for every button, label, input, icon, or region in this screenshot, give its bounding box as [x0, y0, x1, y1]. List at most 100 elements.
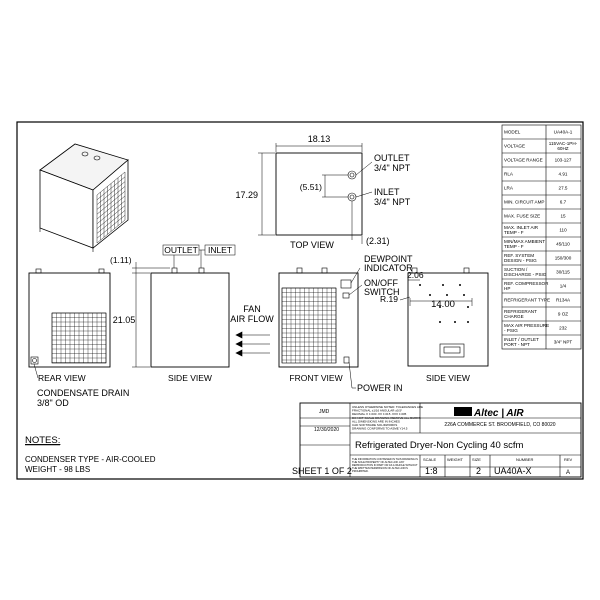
spec-label: MODEL: [504, 130, 521, 135]
front-view: DEWPOINT INDICATOR ON/OFF SWITCH POWER I…: [278, 254, 413, 393]
spec-value: 232: [559, 326, 567, 331]
company-logo-text: Altec | AIR: [473, 408, 524, 419]
spec-value: 9 OZ: [558, 312, 568, 317]
spec-value: R134A: [556, 298, 571, 303]
spec-value: 27.5: [559, 186, 568, 191]
tolerance-line: DO NOT SCALE DRAWING REMOVE ALL BURRS: [352, 416, 421, 420]
top-offset-dim: (2.31): [366, 236, 390, 246]
drawn-date: 12/30/2020: [314, 427, 339, 433]
spec-label: MAX AIR PRESSURE- PSIG: [504, 323, 549, 333]
tolerance-line: CAD SOFTWARE SOLIDWORKS: [352, 423, 397, 427]
spec-label: MIN. CIRCUIT AMP: [504, 200, 545, 205]
top-inner-dim: (5.51): [300, 182, 322, 192]
spec-label: MAX. FUSE SIZE: [504, 214, 540, 219]
side-view-left: 21.05 (1.11) OUTLET INLET SIDE VIEW: [110, 244, 236, 383]
scale-value: 1:8: [425, 466, 438, 476]
tolerance-line: UNLESS OTHERWISE NOTED: TOLERANCES ARE: [352, 405, 423, 409]
right-width-dim: 14.00: [431, 299, 455, 310]
rear-view: REAR VIEW CONDENSATE DRAIN 3/8" OD: [28, 268, 129, 408]
spec-label: LRA: [504, 186, 514, 191]
spec-label: VOLTAGE: [504, 144, 525, 149]
scale-label: SCALE: [423, 457, 436, 462]
side-inlet-tag: INLET: [208, 245, 232, 255]
spec-value: 45/110: [556, 242, 570, 247]
spec-value: 115VAC-1PH-60HZ: [549, 141, 578, 151]
switch-label-1: ON/OFF: [364, 278, 398, 288]
top-view-title: TOP VIEW: [290, 240, 334, 250]
spec-label: SUCTION /DISCHARGE - PSIG: [504, 267, 547, 277]
spec-label: RLA: [504, 172, 514, 177]
switch-label-2: SWITCH: [364, 287, 400, 297]
rev-label: REV: [564, 457, 573, 462]
airflow-label-2: AIR FLOW: [230, 314, 274, 324]
spec-value: 15: [560, 214, 566, 219]
drain-label-2: 3/8" OD: [37, 398, 69, 408]
tolerance-line: DECIMAL X ±.030 .XX ±.015 .XXX ±.005: [352, 412, 407, 416]
side-top-dim: (1.11): [110, 255, 132, 265]
spec-label: REFRIGERANT TYPE: [504, 298, 550, 303]
top-outlet-label-1: OUTLET: [374, 153, 410, 163]
drain-label-1: CONDENSATE DRAIN: [37, 388, 129, 398]
rev-value: A: [566, 470, 570, 476]
size-value: 2: [476, 466, 481, 476]
power-label: POWER IN: [357, 383, 403, 393]
top-outlet-label-2: 3/4" NPT: [374, 163, 411, 173]
spec-value: 150/300: [555, 256, 572, 261]
airflow-indicator: FAN AIR FLOW: [230, 304, 274, 357]
dewpoint-label-1: DEWPOINT: [364, 254, 413, 264]
number-value: UA40A-X: [494, 466, 532, 476]
notes-line-1: CONDENSER TYPE - AIR-COOLED: [25, 455, 156, 464]
tolerance-line: ALL DIMENSIONS ARE IN INCHES: [352, 419, 400, 423]
drawn-by: JMD: [319, 409, 330, 415]
spec-value: 30/115: [556, 270, 570, 275]
airflow-label-1: FAN: [243, 304, 261, 314]
weight-label: WEIGHT: [447, 457, 464, 462]
spec-value: 4.91: [559, 172, 568, 177]
size-label: SIZE: [472, 457, 481, 462]
right-small-dim: 2.06: [407, 270, 424, 280]
title-block: JMD 12/30/2020 UNLESS OTHERWISE NOTED: T…: [292, 402, 582, 478]
side-view-right: 14.00 2.06 R.19 SIDE VIEW: [380, 267, 489, 383]
dewpoint-indicator: [340, 279, 352, 289]
side-view-right-title: SIDE VIEW: [426, 373, 470, 383]
notes: NOTES: CONDENSER TYPE - AIR-COOLED WEIGH…: [25, 435, 156, 474]
top-inlet-label-2: 3/4" NPT: [374, 197, 411, 207]
tolerance-line: DRAWING CONFORMS TO ASME Y14.5: [352, 427, 408, 431]
notes-line-2: WEIGHT - 98 LBS: [25, 465, 90, 474]
tolerance-line: FRACTIONAL ±1/16 ANGULAR ±0.5°: [352, 409, 403, 413]
spec-value: 6.7: [560, 200, 567, 205]
side-view-left-title: SIDE VIEW: [168, 373, 212, 383]
isometric-view: [39, 143, 129, 252]
top-inlet-label-1: INLET: [374, 187, 400, 197]
right-radius-dim: R.19: [380, 294, 398, 304]
spec-value: 1/4: [560, 284, 567, 289]
spec-label: VOLTAGE RANGE: [504, 158, 543, 163]
spec-value: 110: [559, 228, 567, 233]
spec-value: UA40A-1: [554, 130, 573, 135]
company-address: 226A COMMERCE ST. BROOMFIELD, CO 80020: [444, 422, 555, 428]
top-width-dim: 18.13: [308, 134, 331, 144]
top-view: 18.13 17.29 (5.51) (2.31) OUTLET 3/4" NP…: [235, 134, 410, 250]
on-off-switch: [342, 292, 350, 299]
drawing-title: Refrigerated Dryer-Non Cycling 40 scfm: [355, 440, 524, 451]
notes-heading: NOTES:: [25, 435, 60, 446]
spec-value: 103-127: [555, 158, 572, 163]
company-logo: Altec | AIR: [454, 407, 524, 419]
sheet-number: SHEET 1 OF 2: [292, 466, 352, 476]
proprietary-text: THE INFORMATION CONTAINED IN THIS DRAWIN…: [352, 457, 418, 473]
dewpoint-label-2: INDICATOR: [364, 263, 413, 273]
spec-value: 3/4" NPT: [554, 340, 573, 345]
power-in-port: [343, 356, 350, 364]
top-depth-dim: 17.29: [235, 190, 258, 200]
side-outlet-tag: OUTLET: [164, 245, 198, 255]
number-label: NUMBER: [516, 457, 533, 462]
rear-view-title: REAR VIEW: [38, 373, 86, 383]
